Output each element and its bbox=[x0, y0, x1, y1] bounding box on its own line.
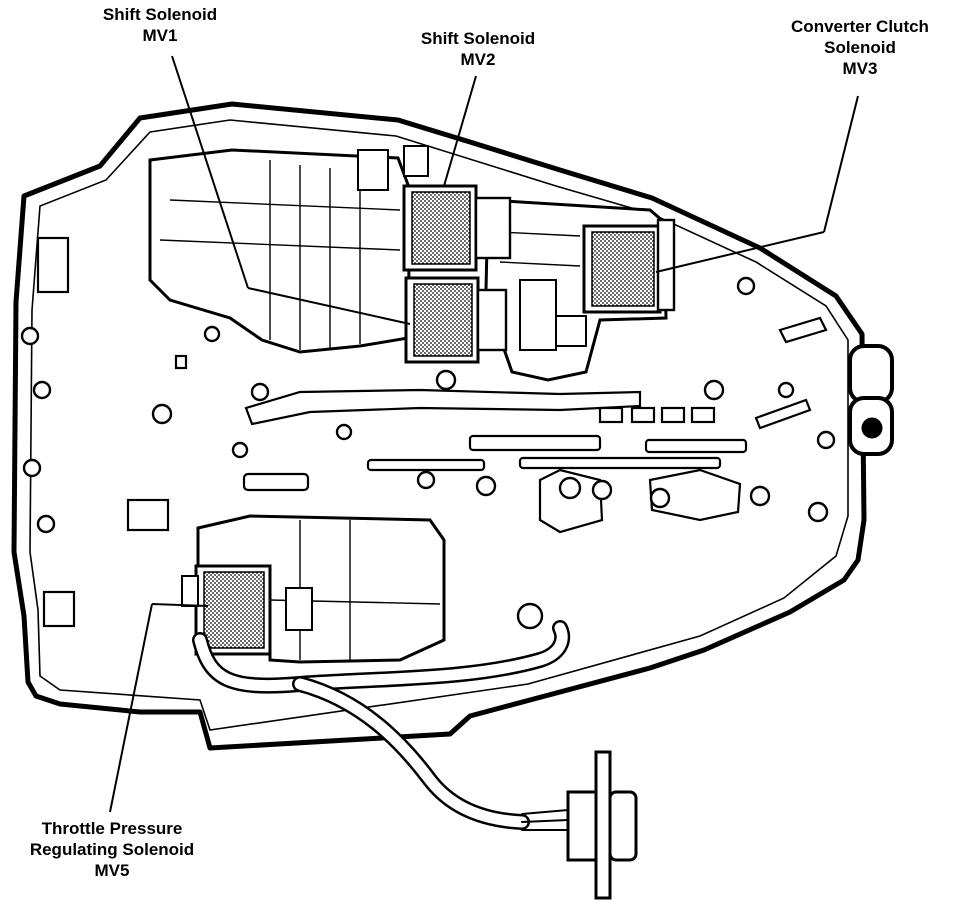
solenoid-mv2 bbox=[402, 184, 512, 272]
callout-mv3-line3: MV3 bbox=[842, 59, 878, 78]
leader-lines bbox=[109, 55, 859, 813]
callout-mv3-line1: Converter Clutch bbox=[791, 17, 929, 36]
callout-shift-solenoid-mv2: Shift Solenoid MV2 bbox=[388, 28, 568, 70]
solenoid-mv3 bbox=[582, 218, 676, 314]
callout-mv5-line2: Regulating Solenoid bbox=[29, 840, 195, 859]
callout-mv2-line1: Shift Solenoid bbox=[420, 29, 536, 48]
callout-mv2-line2: MV2 bbox=[460, 50, 496, 69]
callout-throttle-pressure-solenoid-mv5: Throttle Pressure Regulating Solenoid MV… bbox=[0, 818, 224, 881]
solenoid-mv1 bbox=[404, 276, 508, 364]
callout-mv3-line2: Solenoid bbox=[824, 38, 896, 57]
side-connector bbox=[848, 344, 894, 456]
upper-valve-housing bbox=[148, 145, 429, 354]
callout-mv1-line2: MV1 bbox=[142, 26, 178, 45]
callout-mv5-line3: MV5 bbox=[94, 861, 130, 880]
solenoid-mv5 bbox=[181, 564, 272, 656]
fluid-channels bbox=[36, 236, 828, 628]
callout-shift-solenoid-mv1: Shift Solenoid MV1 bbox=[70, 4, 250, 46]
callout-converter-clutch-solenoid-mv3: Converter Clutch Solenoid MV3 bbox=[760, 16, 960, 79]
callout-mv1-line1: Shift Solenoid bbox=[102, 5, 218, 24]
harness-connector bbox=[566, 750, 638, 900]
callout-mv5-line1: Throttle Pressure bbox=[41, 819, 183, 838]
wire-harness bbox=[192, 620, 571, 831]
bolt-holes bbox=[20, 276, 836, 630]
